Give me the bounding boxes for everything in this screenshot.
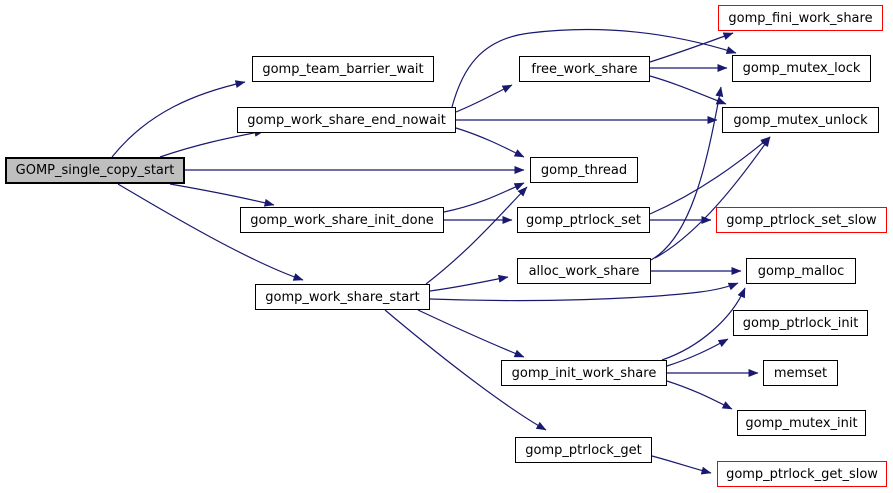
edge-GOMP_single_copy_start-to-gomp_work_share_init_done	[169, 183, 275, 207]
edge-gomp_work_share_start-to-gomp_init_work_share	[417, 309, 525, 358]
node-gomp_ptrlock_set_slow[interactable]: gomp_ptrlock_set_slow	[716, 207, 887, 233]
node-gomp_team_barrier_wait[interactable]: gomp_team_barrier_wait	[252, 56, 434, 82]
node-gomp_ptrlock_init[interactable]: gomp_ptrlock_init	[733, 310, 868, 336]
node-gomp_init_work_share[interactable]: gomp_init_work_share	[501, 360, 667, 386]
edge-free_work_share-to-gomp_mutex_unlock	[649, 75, 727, 105]
edge-gomp_ptrlock_set-to-gomp_mutex_unlock	[649, 136, 771, 215]
edge-gomp_work_share_start-to-alloc_work_share	[429, 274, 509, 292]
edge-GOMP_single_copy_start-to-gomp_work_share_end_nowait	[159, 128, 265, 158]
node-gomp_thread[interactable]: gomp_thread	[530, 157, 638, 183]
node-gomp_mutex_lock[interactable]: gomp_mutex_lock	[732, 55, 871, 82]
node-gomp_work_share_init_done[interactable]: gomp_work_share_init_done	[240, 207, 444, 233]
node-gomp_ptrlock_set[interactable]: gomp_ptrlock_set	[517, 207, 650, 233]
edge-gomp_work_share_init_done-to-gomp_thread	[443, 182, 525, 213]
node-gomp_malloc[interactable]: gomp_malloc	[746, 258, 856, 284]
node-alloc_work_share[interactable]: alloc_work_share	[517, 258, 651, 284]
edge-gomp_work_share_end_nowait-to-free_work_share	[455, 84, 513, 113]
node-gomp_work_share_start[interactable]: gomp_work_share_start	[255, 284, 430, 310]
node-gomp_ptrlock_get_slow[interactable]: gomp_ptrlock_get_slow	[717, 461, 887, 487]
edge-free_work_share-to-gomp_fini_work_share	[649, 32, 734, 63]
edge-gomp_ptrlock_get-to-gomp_ptrlock_get_slow	[651, 455, 712, 475]
edge-gomp_work_share_end_nowait-to-gomp_thread	[455, 127, 525, 158]
node-free_work_share[interactable]: free_work_share	[519, 56, 650, 82]
edge-gomp_init_work_share-to-gomp_mutex_init	[666, 380, 733, 410]
edge-gomp_init_work_share-to-gomp_ptrlock_init	[666, 338, 729, 367]
edge-gomp_work_share_start-to-gomp_thread	[425, 186, 528, 285]
edge-alloc_work_share-to-gomp_mutex_unlock	[654, 136, 771, 259]
edge-gomp_init_work_share-to-gomp_malloc	[661, 287, 746, 361]
edge-gomp_work_share_end_nowait-to-gomp_mutex_lock	[451, 28, 737, 108]
node-GOMP_single_copy_start: GOMP_single_copy_start	[5, 157, 185, 184]
node-gomp_fini_work_share[interactable]: gomp_fini_work_share	[718, 5, 883, 31]
edge-GOMP_single_copy_start-to-gomp_team_barrier_wait	[111, 80, 246, 158]
node-gomp_work_share_end_nowait[interactable]: gomp_work_share_end_nowait	[237, 107, 456, 133]
node-memset[interactable]: memset	[763, 360, 838, 386]
edge-gomp_work_share_start-to-gomp_malloc	[429, 282, 739, 302]
node-gomp_ptrlock_get[interactable]: gomp_ptrlock_get	[515, 437, 652, 463]
node-gomp_mutex_init[interactable]: gomp_mutex_init	[737, 410, 866, 436]
edge-gomp_work_share_start-to-gomp_ptrlock_get	[384, 309, 547, 431]
node-gomp_mutex_unlock[interactable]: gomp_mutex_unlock	[722, 107, 879, 133]
edge-alloc_work_share-to-gomp_mutex_lock	[650, 86, 724, 261]
edge-GOMP_single_copy_start-to-gomp_work_share_start	[117, 183, 304, 281]
